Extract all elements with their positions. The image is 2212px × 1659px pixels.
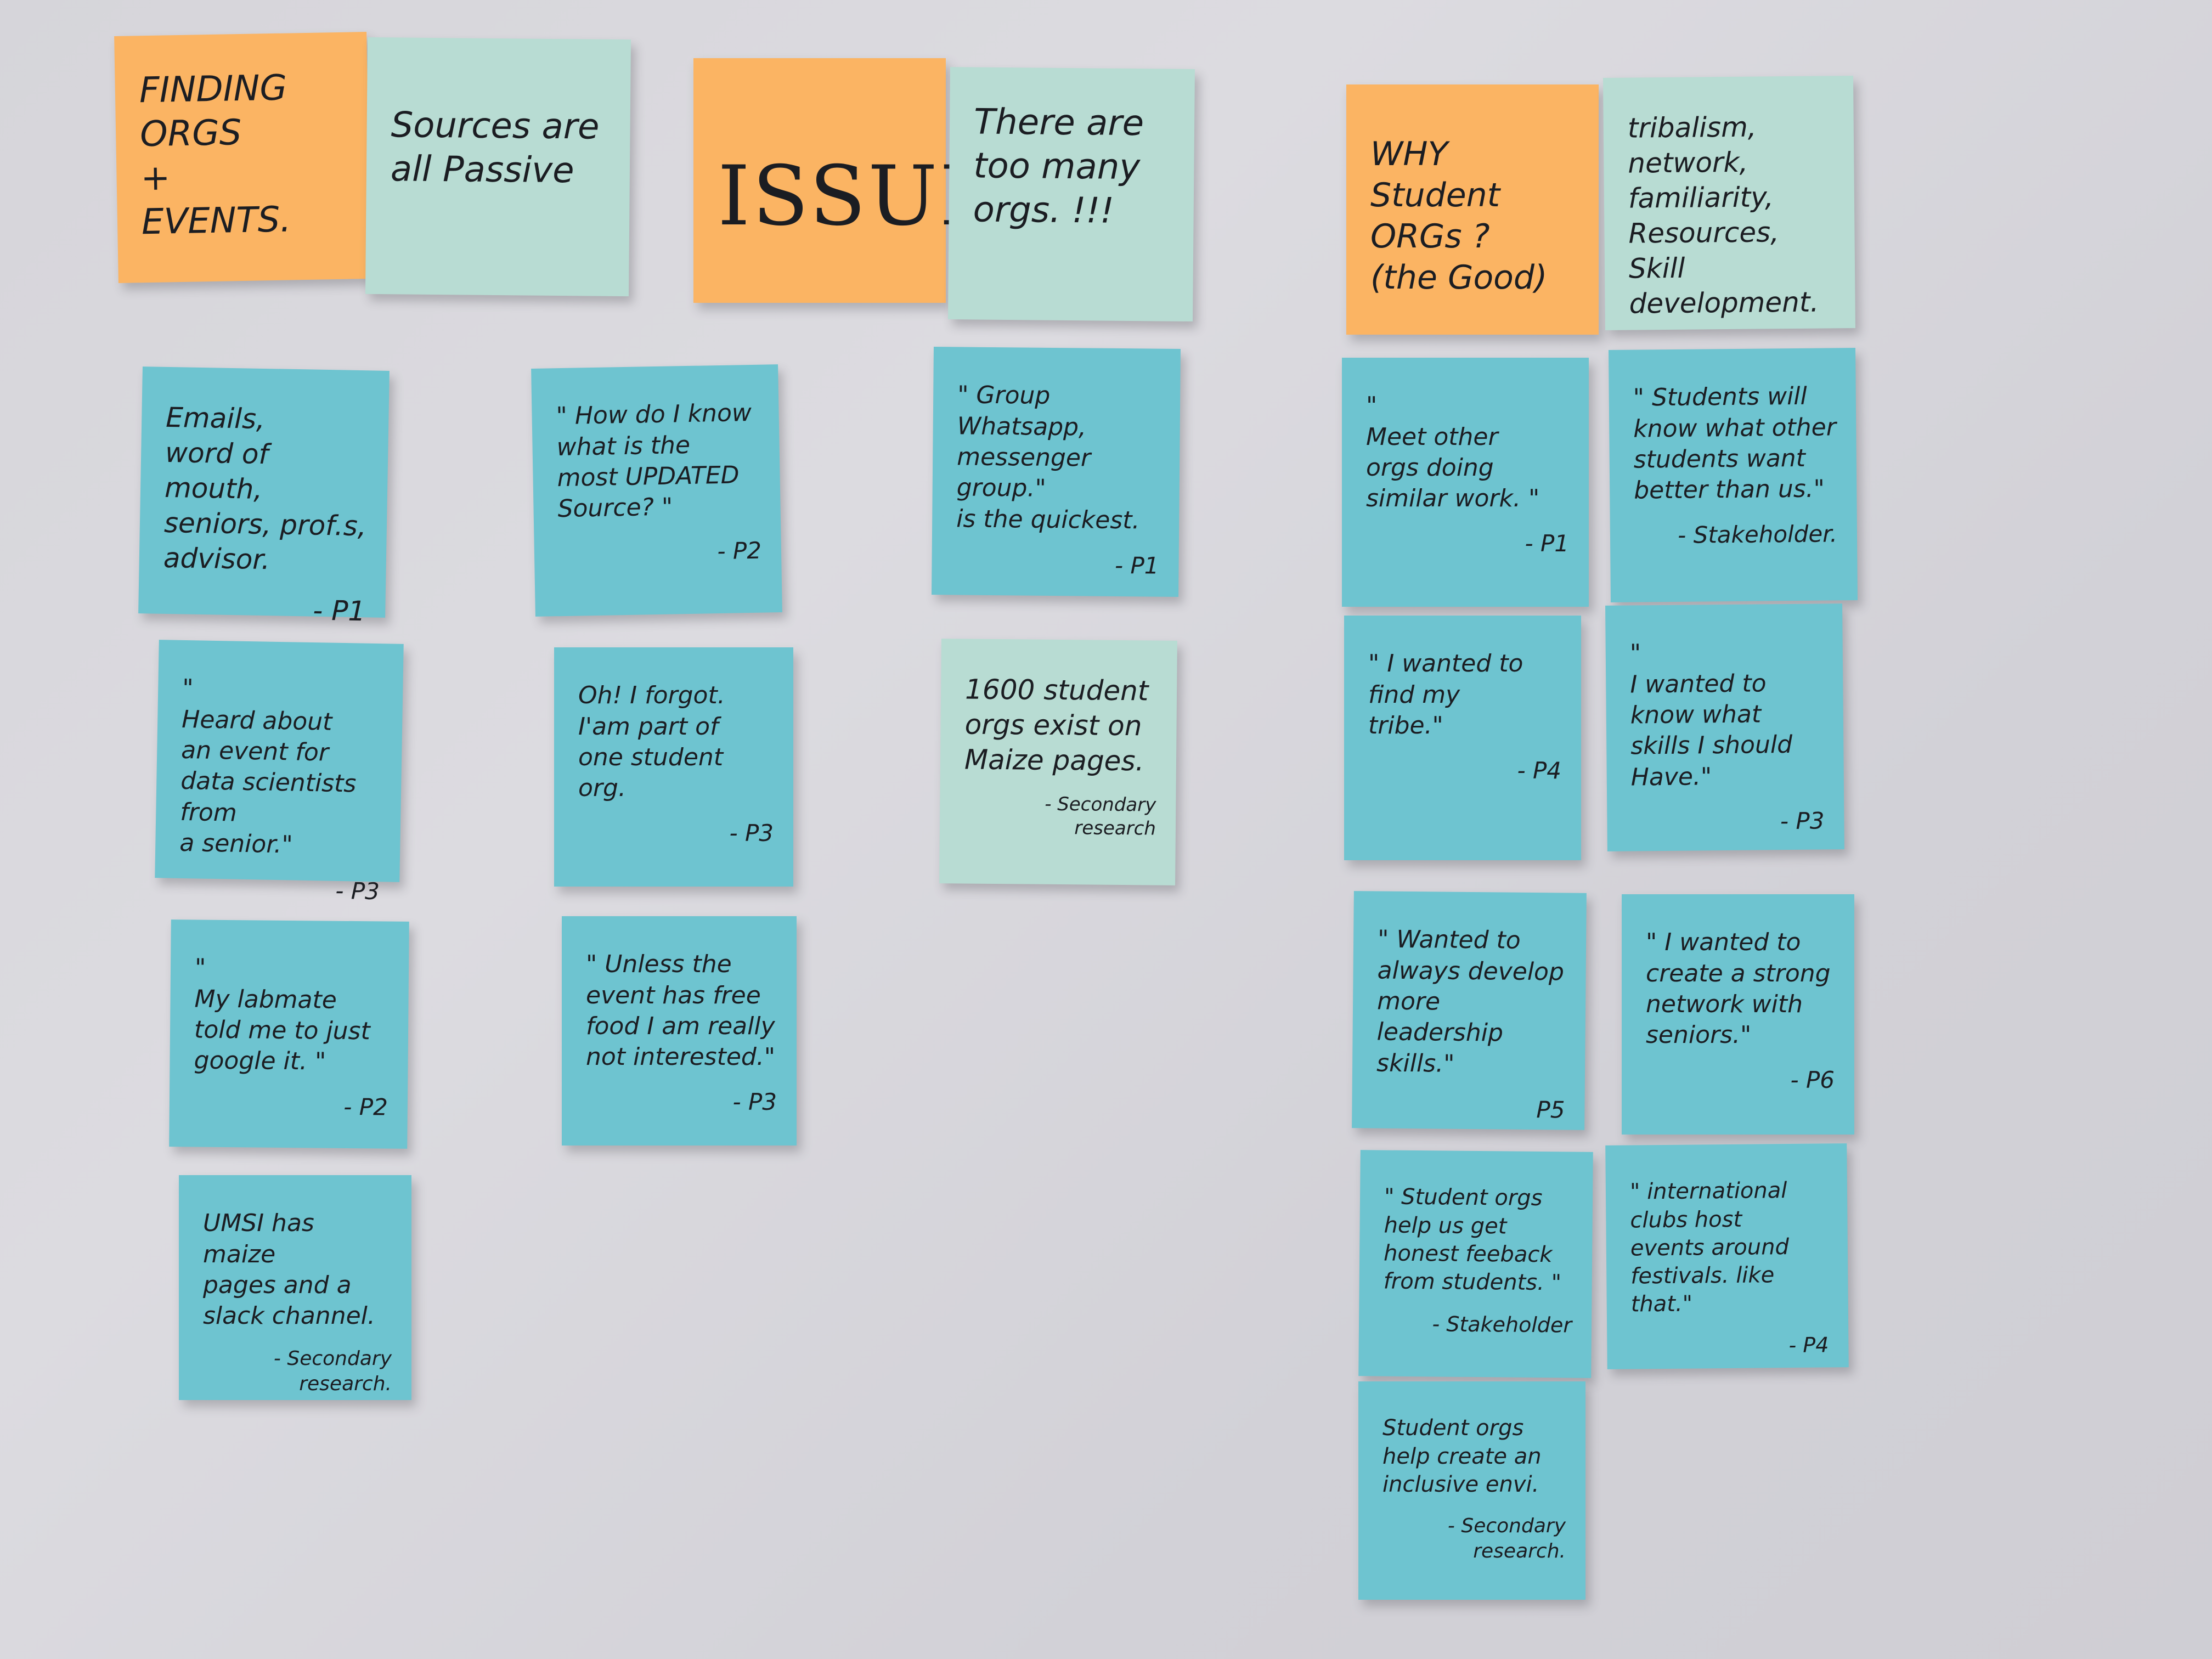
note-source: - P1 bbox=[312, 594, 366, 628]
note-source: - P4 bbox=[1517, 757, 1561, 784]
note-text: " Group Whatsapp, messenger group." is t… bbox=[956, 381, 1140, 535]
note-source: - P1 bbox=[1525, 530, 1569, 557]
sticky-note-free-food: " Unless the event has free food I am re… bbox=[562, 916, 797, 1146]
sticky-note-umsi-maize: UMSI has maize pages and a slack channel… bbox=[179, 1175, 411, 1400]
note-text: WHY Student ORGs ? (the Good) bbox=[1370, 135, 1548, 297]
note-text: " Meet other orgs doing similar work. " bbox=[1366, 392, 1540, 513]
note-text: Oh! I forgot. I'am part of one student o… bbox=[578, 681, 725, 803]
sticky-note-group-whatsapp: " Group Whatsapp, messenger group." is t… bbox=[932, 347, 1181, 597]
sticky-note-tribalism: tribalism, network, familiarity, Resourc… bbox=[1603, 76, 1855, 330]
note-source: - Stakeholder. bbox=[1677, 520, 1838, 549]
note-text: " I wanted to know what skills I should … bbox=[1629, 639, 1793, 792]
note-text: " I wanted to create a strong network wi… bbox=[1646, 928, 1831, 1049]
note-source: - P4 bbox=[1788, 1333, 1829, 1357]
note-source: - Secondary research. bbox=[1447, 1514, 1566, 1562]
sticky-note-honest-feedback: " Student orgs help us get honest feebac… bbox=[1358, 1150, 1593, 1378]
note-text: There are too many orgs. !!! bbox=[973, 101, 1144, 232]
note-text: Emails, word of mouth, seniors, prof.s, … bbox=[163, 402, 367, 576]
sticky-note-1600-orgs: 1600 student orgs exist on Maize pages. … bbox=[939, 639, 1177, 885]
note-text: FINDING ORGS + EVENTS. bbox=[139, 68, 292, 243]
note-source: - Stakeholder bbox=[1432, 1311, 1572, 1338]
sticky-note-why-student-orgs: WHY Student ORGs ? (the Good) bbox=[1346, 84, 1599, 335]
note-source: - Secondary research. bbox=[273, 1347, 392, 1396]
note-text: Student orgs help create an inclusive en… bbox=[1383, 1415, 1542, 1497]
sticky-note-strong-network: " I wanted to create a strong network wi… bbox=[1622, 894, 1854, 1135]
sticky-note-oh-i-forgot: Oh! I forgot. I'am part of one student o… bbox=[554, 647, 793, 887]
note-text: Sources are all Passive bbox=[390, 105, 600, 191]
note-text: " I wanted to find my tribe." bbox=[1368, 650, 1523, 740]
note-source: - P3 bbox=[335, 877, 380, 905]
sticky-note-labmate: " My labmate told me to just google it. … bbox=[169, 919, 409, 1149]
note-source: - P3 bbox=[729, 820, 774, 847]
sticky-note-meet-other-orgs: " Meet other orgs doing similar work. " … bbox=[1342, 358, 1589, 607]
note-source: - P2 bbox=[716, 537, 762, 565]
note-text: UMSI has maize pages and a slack channel… bbox=[203, 1209, 375, 1330]
sticky-note-heard-about-event: " Heard about an event for data scientis… bbox=[155, 640, 404, 905]
sticky-note-international-clubs: " international clubs host events around… bbox=[1605, 1143, 1849, 1369]
note-source: - P1 bbox=[1114, 551, 1159, 579]
sticky-note-sources-passive: Sources are all Passive bbox=[365, 37, 631, 297]
note-source: - Secondary research bbox=[1045, 793, 1156, 840]
sticky-note-students-will-know: " Students will know what other students… bbox=[1609, 348, 1858, 602]
note-source: - P2 bbox=[343, 1093, 388, 1121]
note-text: " Heard about an event for data scientis… bbox=[179, 674, 357, 859]
note-source: - P6 bbox=[1790, 1066, 1835, 1094]
note-text: 1600 student orgs exist on Maize pages. bbox=[964, 673, 1149, 777]
note-text: " Wanted to always develop more leadersh… bbox=[1376, 926, 1565, 1078]
note-source: - P3 bbox=[1780, 806, 1825, 834]
sticky-note-issues: ISSUES bbox=[693, 58, 1060, 303]
note-source: P5 bbox=[1536, 1096, 1565, 1124]
sticky-note-know-skills: " I wanted to know what skills I should … bbox=[1605, 603, 1844, 851]
note-text: " My labmate told me to just google it. … bbox=[194, 953, 370, 1076]
sticky-note-leadership: " Wanted to always develop more leadersh… bbox=[1352, 891, 1587, 1130]
note-text: " Student orgs help us get honest feebac… bbox=[1383, 1184, 1562, 1296]
note-text: " international clubs host events around… bbox=[1629, 1178, 1790, 1317]
note-text: tribalism, network, familiarity, Resourc… bbox=[1627, 111, 1819, 320]
sticky-note-find-my-tribe: " I wanted to find my tribe." - P4 bbox=[1344, 616, 1581, 860]
sticky-note-inclusive-envi: Student orgs help create an inclusive en… bbox=[1358, 1381, 1585, 1600]
note-text: " Unless the event has free food I am re… bbox=[586, 950, 776, 1071]
note-text: " Students will know what other students… bbox=[1633, 382, 1837, 505]
note-source: - P3 bbox=[732, 1088, 777, 1116]
sticky-note-how-do-i-know: " How do I know what is the most UPDATED… bbox=[531, 364, 782, 617]
sticky-note-too-many-orgs: There are too many orgs. !!! bbox=[948, 67, 1195, 321]
sticky-note-finding-orgs: FINDING ORGS + EVENTS. bbox=[114, 32, 371, 283]
note-text: " How do I know what is the most UPDATED… bbox=[556, 399, 752, 523]
sticky-note-emails: Emails, word of mouth, seniors, prof.s, … bbox=[138, 366, 390, 627]
note-text: ISSUES bbox=[718, 149, 1060, 245]
